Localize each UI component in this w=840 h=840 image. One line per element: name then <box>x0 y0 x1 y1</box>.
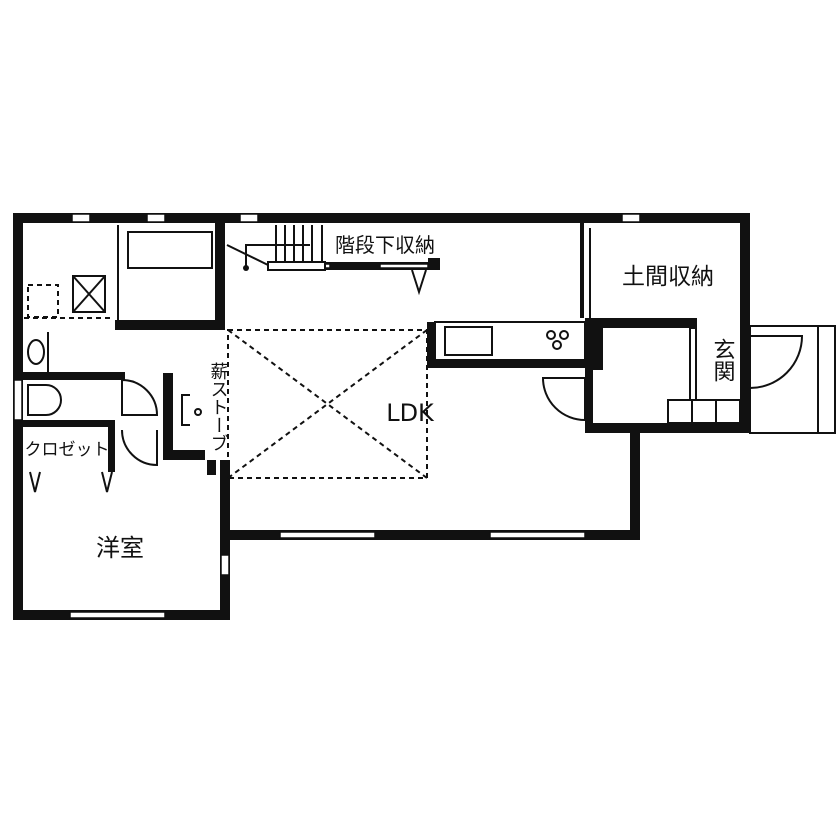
door-swing <box>121 379 159 416</box>
door-swing <box>121 429 158 467</box>
sink-icon <box>27 339 45 365</box>
room-label-ldk: LDK <box>386 399 435 427</box>
exhaust-icon <box>72 275 106 313</box>
room-label-earthen-storage: 土間収納 <box>622 264 714 290</box>
stairs <box>226 225 427 296</box>
washer-space <box>27 284 59 318</box>
windows <box>13 213 641 619</box>
room-label-closet: クロゼット <box>25 440 110 460</box>
entrance-door-swing <box>749 335 804 389</box>
room-label-western: 洋室 <box>96 534 144 562</box>
porch <box>749 325 836 434</box>
label-wood-stove: 薪ストーブ <box>208 362 229 452</box>
shoe-shelf <box>667 399 741 424</box>
toilet-icon <box>27 384 62 416</box>
fixtures <box>24 225 836 493</box>
bathtub-icon <box>127 231 213 269</box>
ceiling-void <box>227 329 428 479</box>
room-label-under-stair: 階段下収納 <box>335 233 435 257</box>
kitchen-sink-icon <box>444 326 493 356</box>
kitchen-counter <box>434 321 586 361</box>
wood-stove-icon <box>181 394 190 426</box>
door-swing <box>541 377 586 422</box>
stove-burner-icon <box>546 330 569 350</box>
room-label-entrance: 玄関 <box>710 338 735 382</box>
